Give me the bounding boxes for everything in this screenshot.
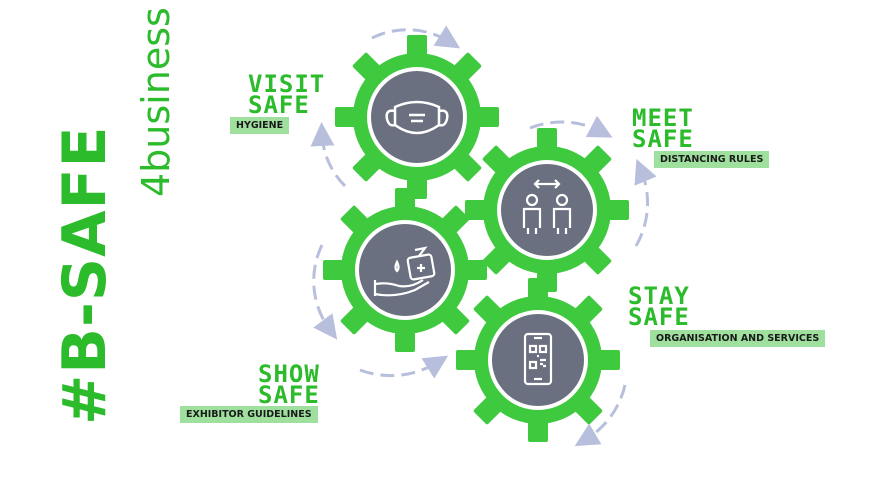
distancing-rules-tag: DISTANCING RULES <box>654 151 770 168</box>
organisation-services-tag: ORGANISATION AND SERVICES <box>650 330 826 347</box>
visit-line1: VISIT <box>248 70 326 98</box>
show-line2: SAFE <box>258 381 320 409</box>
meet-line1: MEET <box>632 104 694 132</box>
cycle-arrows <box>310 25 657 447</box>
gear-stay <box>456 278 620 442</box>
stay-line1: STAY <box>628 282 690 310</box>
hand-sanitizer-icon <box>373 246 436 297</box>
stay-line2: SAFE <box>628 303 690 331</box>
gear-visit <box>335 35 499 199</box>
show-safe-heading: SHOW SAFE <box>258 360 320 409</box>
phone-qr-code-icon <box>523 332 553 386</box>
visit-safe-heading: VISIT SAFE <box>248 70 326 119</box>
visit-line2: SAFE <box>248 91 310 119</box>
hygiene-tag: HYGIENE <box>230 117 290 134</box>
stay-safe-heading: STAY SAFE <box>628 282 690 331</box>
social-distancing-icon <box>522 179 572 234</box>
meet-safe-heading: MEET SAFE <box>632 104 694 153</box>
gear-show <box>323 188 487 352</box>
meet-line2: SAFE <box>632 125 694 153</box>
show-line1: SHOW <box>258 360 320 388</box>
face-mask-icon <box>385 100 449 135</box>
gear-meet <box>465 128 629 292</box>
exhibitor-guidelines-tag: EXHIBITOR GUIDELINES <box>180 406 318 423</box>
